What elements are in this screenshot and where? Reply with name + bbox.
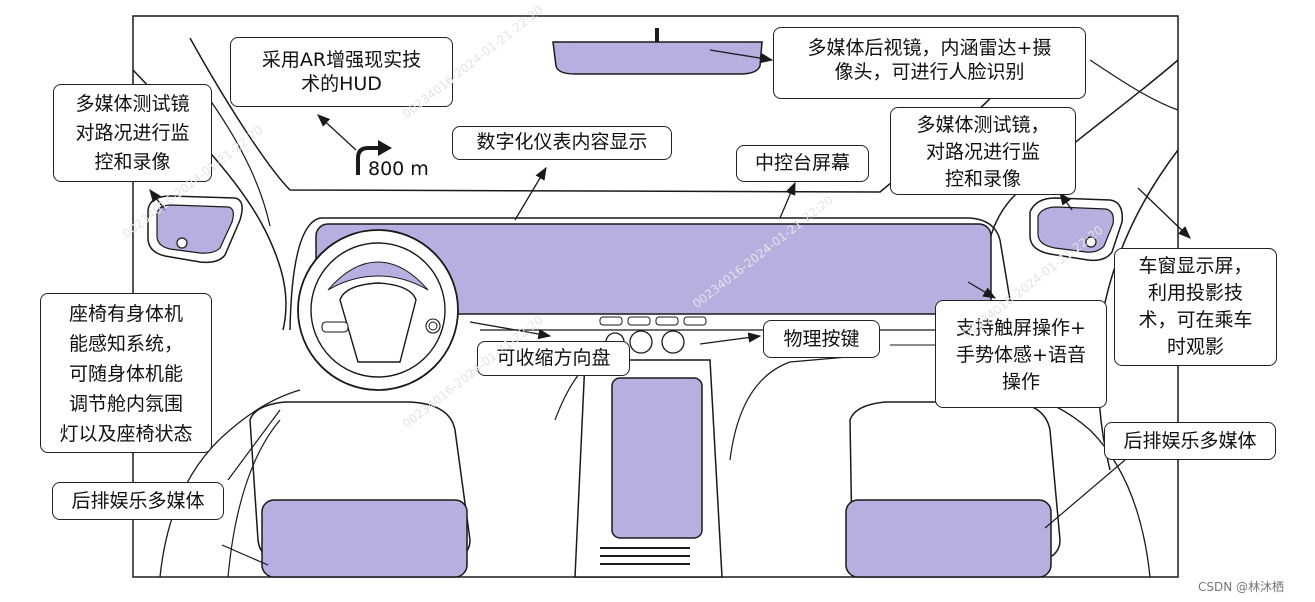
steering-button — [321, 321, 349, 333]
callout-window-line: 利用投影技 — [1147, 282, 1243, 304]
callout-center-screen: 中控台屏幕 — [736, 145, 869, 182]
callout-touch-line: 操作 — [1001, 371, 1040, 393]
callout-touch-line: 手势体感+语音 — [956, 344, 1086, 366]
right-seat-screen — [845, 499, 1052, 578]
leader-touch — [967, 281, 997, 299]
callout-rear-entertainment-right: 后排娱乐多媒体 — [1104, 422, 1276, 460]
console-screen — [611, 377, 703, 539]
left-mirror-camera — [176, 237, 188, 249]
callout-left-mirror-line: 对路况进行监 — [75, 122, 190, 144]
knob — [661, 330, 685, 354]
left-door-panel — [159, 389, 301, 578]
steering-button — [425, 318, 441, 334]
callout-mirror-line: 多媒体后视镜，内涵雷达+摄 — [807, 37, 1052, 59]
callout-mirror-line: 像头，可进行人脸识别 — [834, 61, 1025, 83]
callout-hud-line: 术的HUD — [301, 73, 382, 95]
vent — [683, 316, 707, 326]
leader-mirror — [709, 49, 774, 64]
callout-rear-left-text: 后排娱乐多媒体 — [71, 490, 205, 512]
knob — [629, 330, 653, 354]
leader-center-screen — [779, 181, 796, 219]
callout-window-line: 术，可在乘车 — [1138, 309, 1253, 331]
callout-right-mirror-line: 控和录像 — [944, 168, 1021, 190]
rear-view-mirror — [552, 41, 763, 75]
callout-instrument: 数字化仪表内容显示 — [452, 126, 672, 160]
callout-hud: 采用AR增强现实技 术的HUD — [230, 37, 453, 107]
hud-turn-arrow — [356, 146, 380, 175]
vent — [655, 316, 679, 326]
right-door-line — [1089, 59, 1179, 111]
callout-physical-buttons: 物理按键 — [763, 320, 880, 358]
passenger-dash — [729, 354, 871, 461]
leader-window — [1137, 187, 1191, 239]
leader-hud — [317, 114, 357, 151]
leader-rear-right — [1044, 459, 1126, 529]
left-seat-screen — [261, 499, 468, 578]
callout-seat-line: 可随身体机能 — [68, 363, 183, 385]
callout-instrument-text: 数字化仪表内容显示 — [476, 131, 648, 153]
leader-buttons — [699, 332, 762, 345]
callout-seat-line: 调节舱内氛围 — [68, 393, 183, 415]
steering-wheel-accent — [327, 261, 429, 291]
callout-hud-line: 采用AR增强现实技 — [261, 49, 422, 71]
leader-rear-left — [221, 544, 269, 566]
callout-right-mirror-line: 对路况进行监 — [925, 141, 1040, 163]
hud-distance-label: 800 m — [368, 158, 429, 180]
leader-right-mirror — [1059, 191, 1073, 211]
callout-rear-entertainment-left: 后排娱乐多媒体 — [52, 482, 224, 520]
callout-steering-text: 可收缩方向盘 — [496, 347, 611, 369]
steering-wheel-hub — [339, 282, 417, 363]
callout-rear-right-text: 后排娱乐多媒体 — [1123, 430, 1257, 452]
callout-window-line: 时观影 — [1166, 336, 1224, 358]
left-seat-side — [227, 419, 281, 578]
hud-turn-arrowhead — [378, 140, 392, 156]
callout-touch-line: 支持触屏操作+ — [956, 317, 1086, 339]
callout-right-side-mirror: 多媒体测试镜， 对路况进行监 控和录像 — [890, 107, 1076, 195]
callout-center-screen-text: 中控台屏幕 — [754, 152, 850, 174]
callout-seat-line: 灯以及座椅状态 — [59, 423, 193, 445]
callout-seat-line: 座椅有身体机 — [68, 303, 183, 325]
leader-left-mirror — [149, 188, 166, 211]
right-mirror-camera — [1085, 236, 1097, 248]
callout-window-display: 车窗显示屏， 利用投影技 术，可在乘车 时观影 — [1114, 248, 1277, 366]
left-side-mirror — [156, 204, 234, 254]
callout-right-mirror-line: 多媒体测试镜， — [916, 114, 1050, 136]
steering-button-inner — [428, 321, 438, 331]
callout-seat-sensing: 座椅有身体机 能感知系统， 可随身体机能 调节舱内氛围 灯以及座椅状态 — [40, 293, 212, 453]
steering-wheel-inner — [310, 242, 446, 378]
leader-steering — [469, 321, 552, 340]
callout-left-side-mirror: 多媒体测试镜 对路况进行监 控和录像 — [53, 84, 212, 182]
vent — [599, 316, 623, 326]
leader-instrument — [514, 166, 547, 221]
callout-rear-view-mirror: 多媒体后视镜，内涵雷达+摄 像头，可进行人脸识别 — [773, 27, 1086, 99]
left-a-pillar-inner — [209, 99, 271, 227]
callout-left-mirror-line: 多媒体测试镜 — [75, 93, 190, 115]
callout-seat-line: 能感知系统， — [68, 333, 183, 355]
callout-window-line: 车窗显示屏， — [1138, 255, 1253, 277]
vent — [627, 316, 651, 326]
callout-steering-wheel: 可收缩方向盘 — [477, 341, 630, 376]
callout-left-mirror-line: 控和录像 — [94, 151, 171, 173]
callout-touch-gesture-voice: 支持触屏操作+ 手势体感+语音 操作 — [935, 300, 1107, 408]
csdn-credit: CSDN @林沐栖 — [1198, 580, 1285, 594]
leader-seat-sensing — [227, 409, 281, 481]
callout-buttons-text: 物理按键 — [783, 328, 860, 350]
